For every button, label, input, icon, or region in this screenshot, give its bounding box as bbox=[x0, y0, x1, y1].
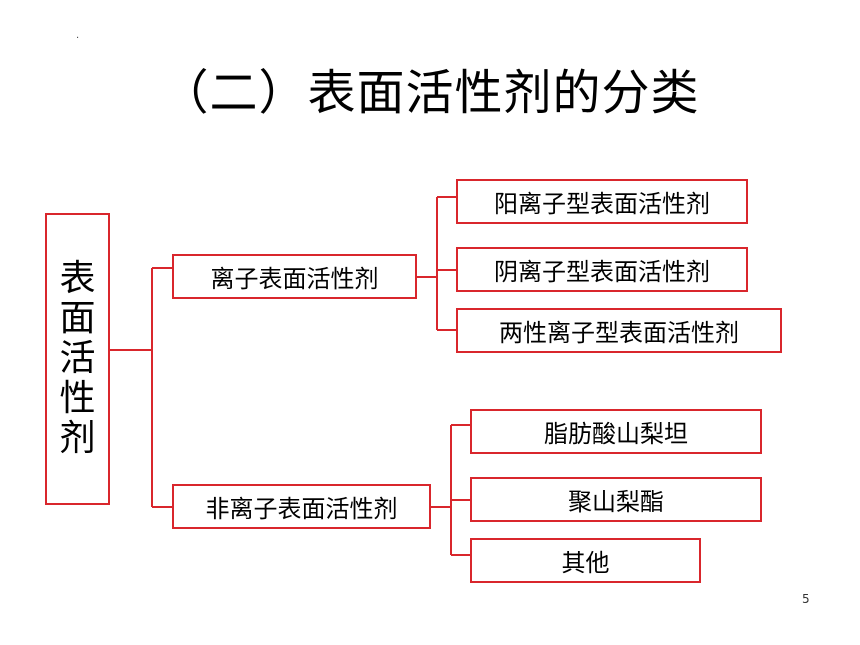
node-anionic: 阴离子型表面活性剂 bbox=[456, 247, 748, 292]
root-char: 面 bbox=[59, 298, 96, 339]
node-ionic-surfactant: 离子表面活性剂 bbox=[172, 254, 417, 299]
node-cationic: 阳离子型表面活性剂 bbox=[456, 179, 748, 224]
slide-mark: . bbox=[76, 30, 80, 41]
node-nonionic-surfactant: 非离子表面活性剂 bbox=[172, 484, 431, 529]
root-node-surfactant: 表 面 活 性 剂 bbox=[45, 213, 110, 505]
slide-title: （二）表面活性剂的分类 bbox=[160, 65, 700, 121]
node-polysorbate: 聚山梨酯 bbox=[470, 477, 762, 522]
root-char: 剂 bbox=[59, 418, 96, 459]
node-other: 其他 bbox=[470, 538, 701, 583]
node-sorbitan-fatty-acid: 脂肪酸山梨坦 bbox=[470, 409, 762, 454]
root-char: 性 bbox=[59, 378, 96, 419]
root-char: 表 bbox=[59, 258, 96, 299]
page-number: 5 bbox=[802, 592, 810, 606]
root-char: 活 bbox=[59, 338, 96, 379]
node-amphoteric: 两性离子型表面活性剂 bbox=[456, 308, 782, 353]
